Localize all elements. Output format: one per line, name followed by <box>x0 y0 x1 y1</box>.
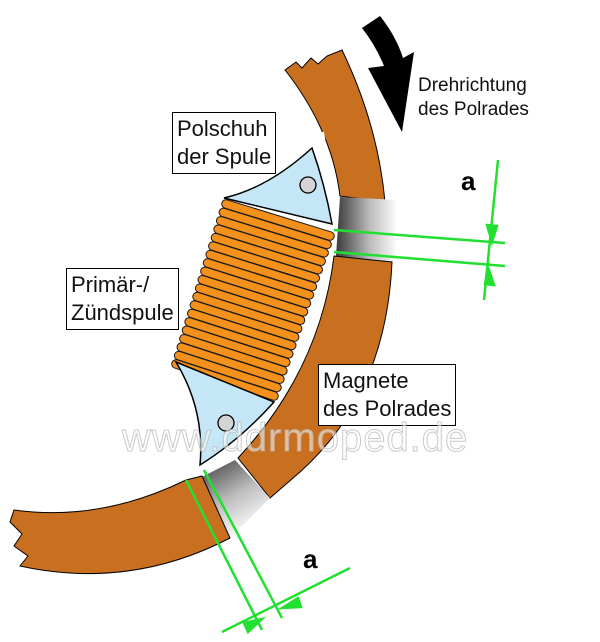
label-magnets-line2: des Polrades <box>323 396 452 421</box>
label-pole-shoe-line1: Polschuh <box>177 116 268 141</box>
label-gap-top: a <box>461 166 476 196</box>
coil-winding <box>174 351 281 392</box>
coil-winding <box>214 225 325 266</box>
dimension-bottom <box>184 469 351 635</box>
rivet-top <box>299 176 317 194</box>
label-coil-line2: Zündspule <box>71 300 174 325</box>
magnet-top <box>336 197 398 262</box>
coil-winding <box>177 343 284 383</box>
flywheel-rim-middle <box>237 255 393 499</box>
label-magnets: Magnete des Polrades <box>318 364 457 426</box>
coil-winding <box>203 259 314 299</box>
label-magnets-line1: Magnete <box>323 368 409 393</box>
coil-windings <box>171 199 335 401</box>
flywheel-rim-lower <box>9 475 231 575</box>
coil-winding <box>222 200 334 240</box>
magnet-bottom <box>200 460 270 540</box>
label-rotation-line1: Drehrichtung <box>418 75 527 96</box>
label-rotation: Drehrichtung des Polrades <box>418 74 529 122</box>
watermark: www.ddrmoped.de <box>121 416 469 461</box>
coil-winding <box>216 217 328 257</box>
flywheel-rim-upper <box>284 49 386 203</box>
coil-winding <box>180 334 287 375</box>
coil-winding <box>188 309 296 350</box>
coil-winding <box>198 276 308 316</box>
coil-winding <box>195 284 305 324</box>
coil-winding <box>211 233 322 274</box>
rotation-arrow-icon <box>362 16 414 132</box>
pole-shoe-top <box>223 146 333 225</box>
coil-winding <box>185 318 293 358</box>
coil-winding <box>190 301 299 341</box>
label-pole-shoe-line2: der Spule <box>177 144 272 169</box>
coil-winding <box>209 242 320 282</box>
rivet-bottom <box>217 414 235 432</box>
pole-shoe-bottom <box>174 360 276 467</box>
label-coil-line1: Primär-/ <box>71 272 150 297</box>
coil-winding <box>206 250 317 291</box>
coil-winding <box>201 267 311 308</box>
coil-winding <box>219 208 331 249</box>
label-rotation-line2: des Polrades <box>418 99 529 120</box>
label-gap-bottom: a <box>303 544 318 574</box>
dimension-top <box>333 159 506 301</box>
label-pole-shoe: Polschuh der Spule <box>172 112 277 174</box>
label-coil: Primär-/ Zündspule <box>66 268 179 330</box>
coil-winding <box>182 326 290 367</box>
coil-winding <box>193 292 302 333</box>
